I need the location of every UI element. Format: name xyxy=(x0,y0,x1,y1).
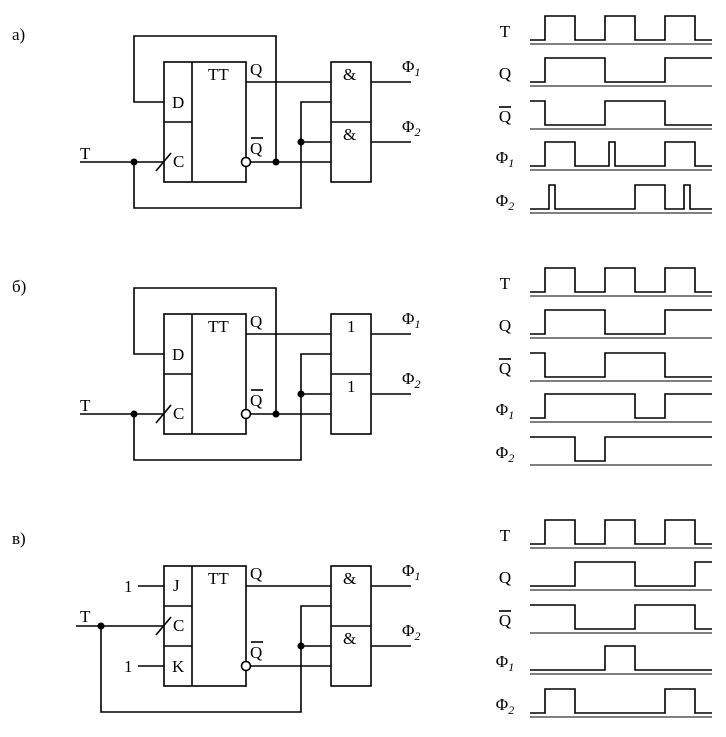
pin-c-label: C xyxy=(173,404,184,423)
timing-label: Q xyxy=(499,64,511,83)
feedback-wire xyxy=(133,35,277,160)
flip-flop-title: TT xyxy=(208,317,229,336)
timing-waveform xyxy=(530,436,712,462)
input-t-label: T xyxy=(80,144,91,163)
section-a: а) TT D C Q Q T & & Φ1 Φ2 T Q Q Φ1 xyxy=(12,15,712,214)
flip-flop-title: TT xyxy=(208,569,229,588)
timing-waveform xyxy=(530,309,712,335)
timing-label: Q xyxy=(499,316,511,335)
timing-waveform xyxy=(530,688,712,714)
pin-d-label: D xyxy=(172,93,184,112)
pin-k-label: K xyxy=(172,657,185,676)
timing-waveform xyxy=(530,645,712,671)
output1-label: Φ1 xyxy=(402,309,420,331)
input-t-label: T xyxy=(80,607,91,626)
timing-label: T xyxy=(500,526,511,545)
inversion-bubble xyxy=(240,156,252,168)
gate1-symbol: 1 xyxy=(347,317,356,336)
timing-label: Q xyxy=(499,107,511,126)
timing-waveform xyxy=(530,57,712,83)
flip-flop-title: TT xyxy=(208,65,229,84)
t-to-gate-wire xyxy=(133,101,331,209)
output1-label: Φ1 xyxy=(402,57,420,79)
pin-d-label: D xyxy=(172,345,184,364)
section-c: в) TT J C K Q Q 1 1 T & & Φ1 Φ2 T xyxy=(12,519,712,718)
q-label: Q xyxy=(250,312,262,331)
t-to-gate-wire xyxy=(100,605,331,713)
timing-waveform xyxy=(530,267,712,293)
timing-label: Φ2 xyxy=(496,443,514,465)
section-label: б) xyxy=(12,277,26,296)
output2-label: Φ2 xyxy=(402,369,420,391)
qbar-label: Q xyxy=(250,139,262,158)
t-to-gate-wire xyxy=(133,353,331,461)
pin-c-label: C xyxy=(173,616,184,635)
timing-label: T xyxy=(500,22,511,41)
timing-label: Q xyxy=(499,568,511,587)
qbar-label: Q xyxy=(250,391,262,410)
gate1-symbol: & xyxy=(343,65,356,84)
output2-label: Φ2 xyxy=(402,621,420,643)
q-label: Q xyxy=(250,564,262,583)
output1-label: Φ1 xyxy=(402,561,420,583)
timing-label: Q xyxy=(499,611,511,630)
timing-waveform xyxy=(530,141,712,167)
feedback-wire xyxy=(133,287,277,412)
timing-waveform xyxy=(530,604,712,630)
junction-dot xyxy=(272,410,280,418)
timing-label: Φ1 xyxy=(496,148,514,170)
timing-label: Φ2 xyxy=(496,695,514,717)
gate2-symbol: & xyxy=(343,125,356,144)
timing-waveform xyxy=(530,100,712,126)
timing-waveform xyxy=(530,184,712,210)
timing-waveform xyxy=(530,519,712,545)
timing-label: T xyxy=(500,274,511,293)
section-label: а) xyxy=(12,25,25,44)
timing-label: Φ1 xyxy=(496,652,514,674)
pin-j-label: J xyxy=(173,576,180,595)
timing-label: Φ2 xyxy=(496,191,514,213)
gate2-symbol: 1 xyxy=(347,377,356,396)
section-label: в) xyxy=(12,529,26,548)
timing-waveform xyxy=(530,15,712,41)
const-j-label: 1 xyxy=(124,577,133,596)
gate1-symbol: & xyxy=(343,569,356,588)
timing-waveform xyxy=(530,352,712,378)
const-k-label: 1 xyxy=(124,657,133,676)
timing-label: Q xyxy=(499,359,511,378)
timing-waveform xyxy=(530,561,712,587)
q-label: Q xyxy=(250,60,262,79)
inversion-bubble xyxy=(240,660,252,672)
inversion-bubble xyxy=(240,408,252,420)
pin-c-label: C xyxy=(173,152,184,171)
output2-label: Φ2 xyxy=(402,117,420,139)
junction-dot xyxy=(272,158,280,166)
gate2-symbol: & xyxy=(343,629,356,648)
qbar-label: Q xyxy=(250,643,262,662)
timing-label: Φ1 xyxy=(496,400,514,422)
input-t-label: T xyxy=(80,396,91,415)
timing-waveform xyxy=(530,393,712,419)
